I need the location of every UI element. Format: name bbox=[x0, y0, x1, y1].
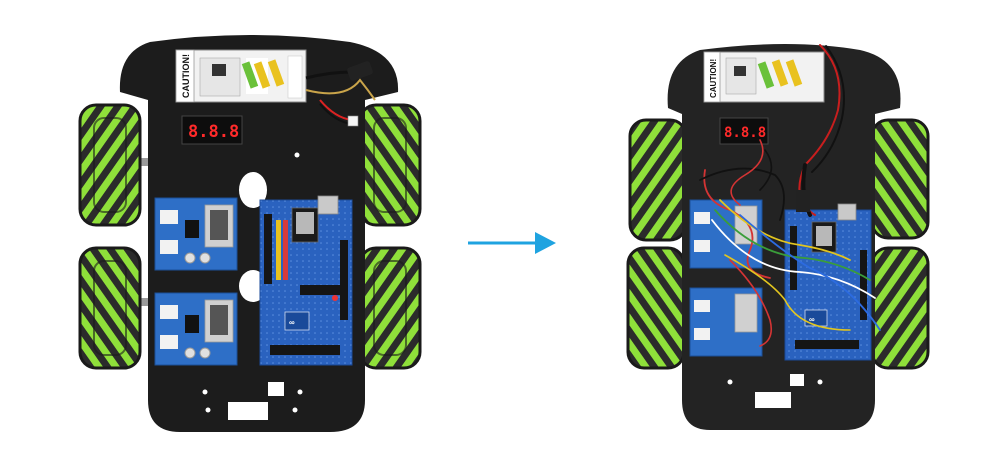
motor-driver-board-rear bbox=[154, 292, 238, 366]
robot-car-after: CAUTION! 8.8.8 bbox=[626, 44, 930, 430]
voltmeter-reading: 8.8.8 bbox=[724, 125, 766, 141]
battery-icon bbox=[785, 59, 803, 87]
dc-power-plug bbox=[347, 61, 373, 81]
battery-icon bbox=[253, 61, 271, 89]
chassis-slot bbox=[755, 392, 791, 408]
caution-label: CAUTION! bbox=[181, 54, 191, 98]
arduino-board-with-shield: ∞ bbox=[259, 195, 353, 366]
chassis-hole bbox=[790, 374, 804, 386]
mecanum-wheel-rear-right bbox=[870, 246, 930, 370]
mecanum-wheel-rear-left bbox=[78, 246, 142, 370]
usb-port bbox=[317, 195, 339, 215]
mecanum-wheel-rear-right bbox=[358, 246, 422, 370]
right-arrow-icon bbox=[468, 232, 556, 254]
battery-box: CAUTION! bbox=[703, 51, 825, 103]
motor-driver-board-front bbox=[154, 197, 238, 271]
chassis-hole bbox=[239, 172, 267, 208]
uno-logo: ∞ bbox=[809, 315, 815, 324]
wiring-harness bbox=[699, 44, 881, 347]
mecanum-wheel-front-right bbox=[358, 103, 422, 227]
battery-box: CAUTION! bbox=[175, 49, 307, 103]
voltmeter-reading: 8.8.8 bbox=[188, 122, 239, 142]
chassis-slot bbox=[228, 402, 268, 420]
battery-icon bbox=[757, 61, 775, 89]
uno-logo: ∞ bbox=[289, 318, 295, 327]
battery-icon bbox=[267, 59, 285, 87]
battery-icon bbox=[771, 59, 789, 87]
arduino-board-with-shield: ∞ bbox=[784, 203, 872, 361]
mecanum-wheel-rear-left bbox=[626, 246, 686, 370]
voltmeter-display: 8.8.8 bbox=[181, 115, 243, 145]
chassis-hole bbox=[268, 382, 284, 396]
mecanum-wheel-front-right bbox=[870, 118, 930, 240]
motor-driver-board-rear bbox=[689, 287, 763, 357]
caution-label: CAUTION! bbox=[709, 59, 718, 98]
usb-port bbox=[837, 203, 857, 221]
robot-car-before: CAUTION! 8.8.8 bbox=[78, 35, 422, 432]
mecanum-wheel-front-left bbox=[628, 118, 688, 242]
power-connector bbox=[347, 115, 359, 127]
mecanum-wheel-front-left bbox=[78, 103, 142, 227]
battery-icon bbox=[241, 61, 259, 89]
